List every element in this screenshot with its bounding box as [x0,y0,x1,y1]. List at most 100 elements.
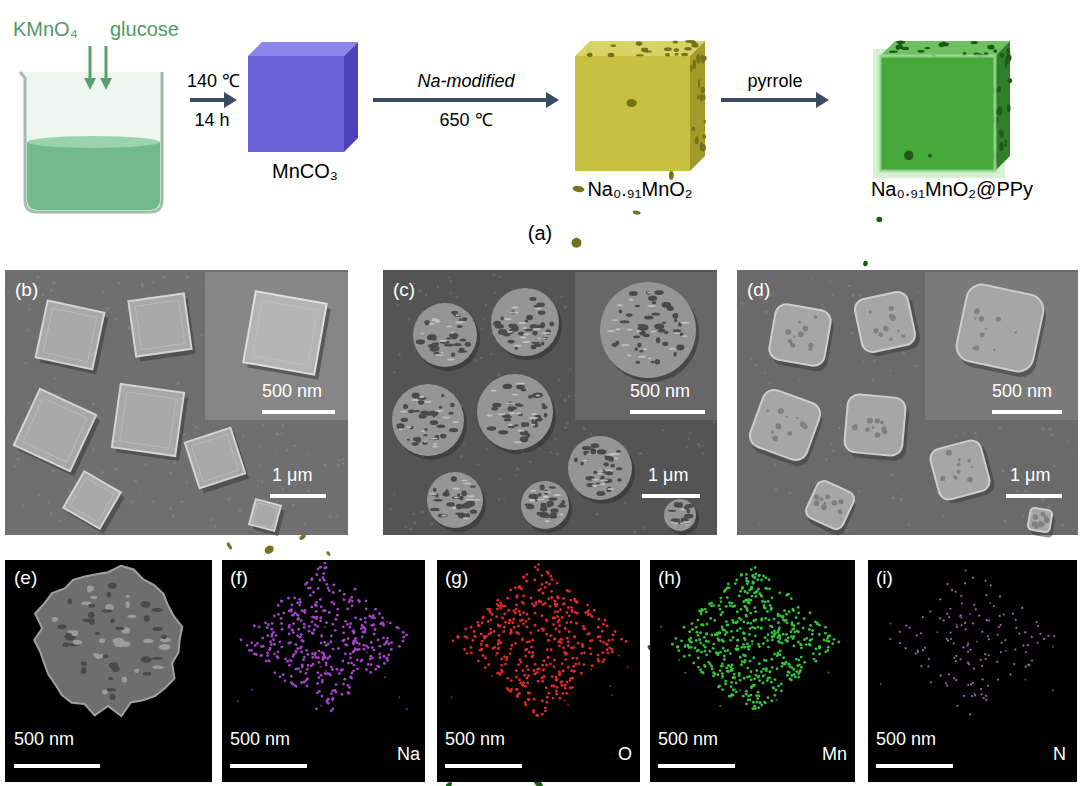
element-signal [547,639,550,642]
element-signal [552,685,555,688]
element-signal [511,644,514,647]
element-signal [379,656,382,659]
sem-noise [832,445,833,446]
coated-particle [747,387,824,464]
particle-pore [604,462,609,466]
particle-ridge [538,338,547,340]
particle-ridge [598,470,604,472]
element-signal [353,664,356,667]
element-signal [550,596,553,599]
sem-noise [50,289,53,292]
sem-noise [548,475,549,476]
particle-pore [538,311,546,315]
ppy-cube-pore [904,150,914,160]
coating-grain [867,418,873,424]
element-signal [307,587,310,590]
ppy-cube-pore [987,45,994,50]
sem-noise [42,294,44,296]
coating-grain [953,476,955,478]
element-signal [277,613,280,616]
particle-pore [504,418,511,421]
element-signal [373,649,376,652]
coated-particle [1027,507,1052,532]
sem-noise [258,479,260,481]
particle-pore [454,315,461,317]
element-signal [537,629,540,632]
element-signal [571,657,574,660]
element-signal [374,628,377,631]
element-signal [295,685,298,688]
element-signal [521,669,524,672]
particle-ridge [400,411,407,413]
element-signal [325,583,328,586]
particle-pore [458,350,468,352]
porous-particle [477,374,553,450]
element-signal [296,601,299,604]
element-signal [316,625,319,628]
particle-pore [439,406,443,409]
sem-noise [811,278,813,280]
particle-ridge [627,355,632,357]
sem-noise [713,420,716,423]
sem-noise [459,449,460,450]
element-signal [349,622,352,625]
element-signal [282,673,285,676]
particle-pore [538,493,542,497]
sem-noise [498,275,501,278]
sem-noise [686,446,688,448]
element-signal [542,592,545,595]
sem-noise [769,382,772,385]
particle-pore [687,508,690,514]
sem-noise [141,283,144,286]
coating-grain [838,509,843,514]
sem-noise [1074,529,1076,531]
element-signal [546,696,549,699]
eds-map [437,560,640,782]
ppy-cube-pore [1005,56,1010,65]
eds-map [5,560,212,782]
sem-noise [59,519,62,522]
element-signal [507,609,510,612]
element-signal [310,578,313,581]
element-signal [530,646,533,649]
na-mno2-cube-side [690,41,705,171]
element-signal [503,626,506,629]
sem-noise [838,427,840,429]
particle-ridge [554,494,562,496]
element-signal [291,683,294,686]
particle-texture [62,642,69,647]
particle-texture [103,654,109,658]
element-signal [326,657,329,660]
sem-noise [323,464,326,467]
na-mno2-cube-pore [570,237,582,249]
ppy-cube-pore [1007,105,1010,113]
sem-noise [624,501,627,504]
element-signal [356,667,359,670]
particle-ridge [461,479,467,481]
coating-grain [793,335,796,338]
element-signal [574,635,577,638]
particle-pore [433,487,437,492]
particle-pore [440,434,446,439]
coating-grain [838,499,843,504]
element-signal [546,570,549,573]
particle-texture [134,669,139,673]
sem-noise [688,490,690,492]
element-signal [514,586,517,589]
element-signal [561,684,564,687]
sem-noise [702,430,703,431]
particle-ridge [651,331,657,333]
element-signal [506,687,509,690]
particle-pore [443,492,450,497]
mnco3-crystal-facet [23,398,87,462]
element-signal [371,646,374,649]
particle-pore [448,412,454,415]
coated-particle [853,290,917,354]
particle-pore [540,506,547,511]
element-signal [360,627,363,630]
na-mno2-cube-top [575,41,705,56]
element-signal [373,633,376,636]
particle-texture [114,642,126,647]
particle-ridge [466,495,474,497]
particle-pore [652,301,657,304]
